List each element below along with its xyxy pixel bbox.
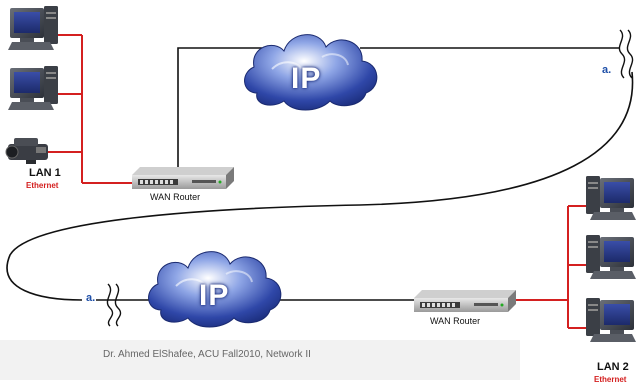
lan1-computer-2 bbox=[8, 66, 58, 110]
lan1-camcorder bbox=[5, 138, 48, 164]
lan1-computer-1 bbox=[8, 6, 58, 50]
footer-credit: Dr. Ahmed ElShafee, ACU Fall2010, Networ… bbox=[103, 349, 311, 360]
lan1-title: LAN 1 bbox=[29, 167, 61, 179]
wan-loop bbox=[6, 71, 634, 301]
link-mark-top-right: a. bbox=[602, 64, 612, 76]
lan2-title: LAN 2 bbox=[597, 361, 629, 373]
wan-router-bottom bbox=[414, 290, 516, 312]
ip-cloud-bottom-label: IP bbox=[199, 279, 230, 312]
lan2-computer-3 bbox=[586, 298, 636, 342]
wan-router-bottom-label: WAN Router bbox=[430, 316, 481, 326]
wan-link-top bbox=[177, 47, 262, 167]
wan-router-top bbox=[132, 167, 234, 189]
lan2-links bbox=[514, 205, 598, 329]
footer-bar bbox=[0, 340, 520, 380]
lan2-computer-1 bbox=[586, 176, 636, 220]
link-mark-bottom-left: a. bbox=[86, 292, 96, 304]
ip-cloud-top-label: IP bbox=[291, 62, 322, 95]
lan2-computer-2 bbox=[586, 235, 636, 279]
break-mark-top-right bbox=[618, 29, 634, 79]
break-mark-bottom-left bbox=[106, 283, 122, 327]
wan-router-top-label: WAN Router bbox=[150, 192, 201, 202]
lan1-links bbox=[48, 34, 135, 184]
lan1-subtitle: Ethernet bbox=[26, 181, 59, 190]
lan2-subtitle: Ethernet bbox=[594, 375, 627, 384]
